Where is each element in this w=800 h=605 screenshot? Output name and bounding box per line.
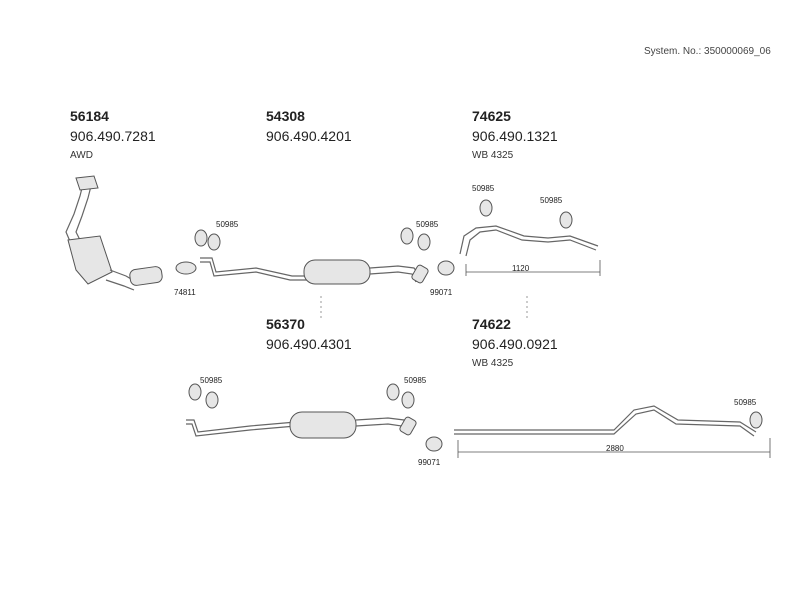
tailpipe-upper [459, 225, 601, 318]
ref-number-56184: 906.490.7281 [70, 128, 156, 144]
part-number-74622: 74622 [472, 316, 511, 332]
part-number-54308: 54308 [266, 108, 305, 124]
callout-clamp: 74811 [174, 288, 196, 297]
clamp-symbols [175, 260, 455, 452]
note-wb-lower: WB 4325 [472, 358, 514, 369]
callout-clamp: 99071 [418, 458, 441, 467]
callout-hanger: 50985 [200, 376, 223, 385]
note-awd: AWD [70, 150, 93, 161]
callout-hanger: 50985 [404, 376, 427, 385]
dimension-label: 1120 [512, 264, 530, 273]
part-number-56184: 56184 [70, 108, 109, 124]
ref-number-74625: 906.490.1321 [472, 128, 558, 144]
part-number-56370: 56370 [266, 316, 305, 332]
callout-hanger: 50985 [540, 196, 563, 205]
front-pipe-catalyst [65, 175, 163, 291]
ref-number-54308: 906.490.4201 [266, 128, 352, 144]
tailpipe-lower [454, 405, 771, 458]
ref-number-74622: 906.490.0921 [472, 336, 558, 352]
callout-hanger: 50985 [416, 220, 439, 229]
middle-silencer-lower [186, 411, 417, 439]
callout-hanger: 50985 [734, 398, 757, 407]
part-number-74625: 74625 [472, 108, 511, 124]
middle-silencer-upper [200, 257, 429, 318]
dimension-label: 2880 [606, 444, 624, 453]
note-wb-upper: WB 4325 [472, 150, 514, 161]
system-number: System. No.: 350000069_06 [644, 46, 771, 57]
callout-hanger: 50985 [472, 184, 495, 193]
hanger-symbols [188, 199, 763, 429]
callout-clamp: 99071 [430, 288, 453, 297]
callout-hanger: 50985 [216, 220, 239, 229]
ref-number-56370: 906.490.4301 [266, 336, 352, 352]
